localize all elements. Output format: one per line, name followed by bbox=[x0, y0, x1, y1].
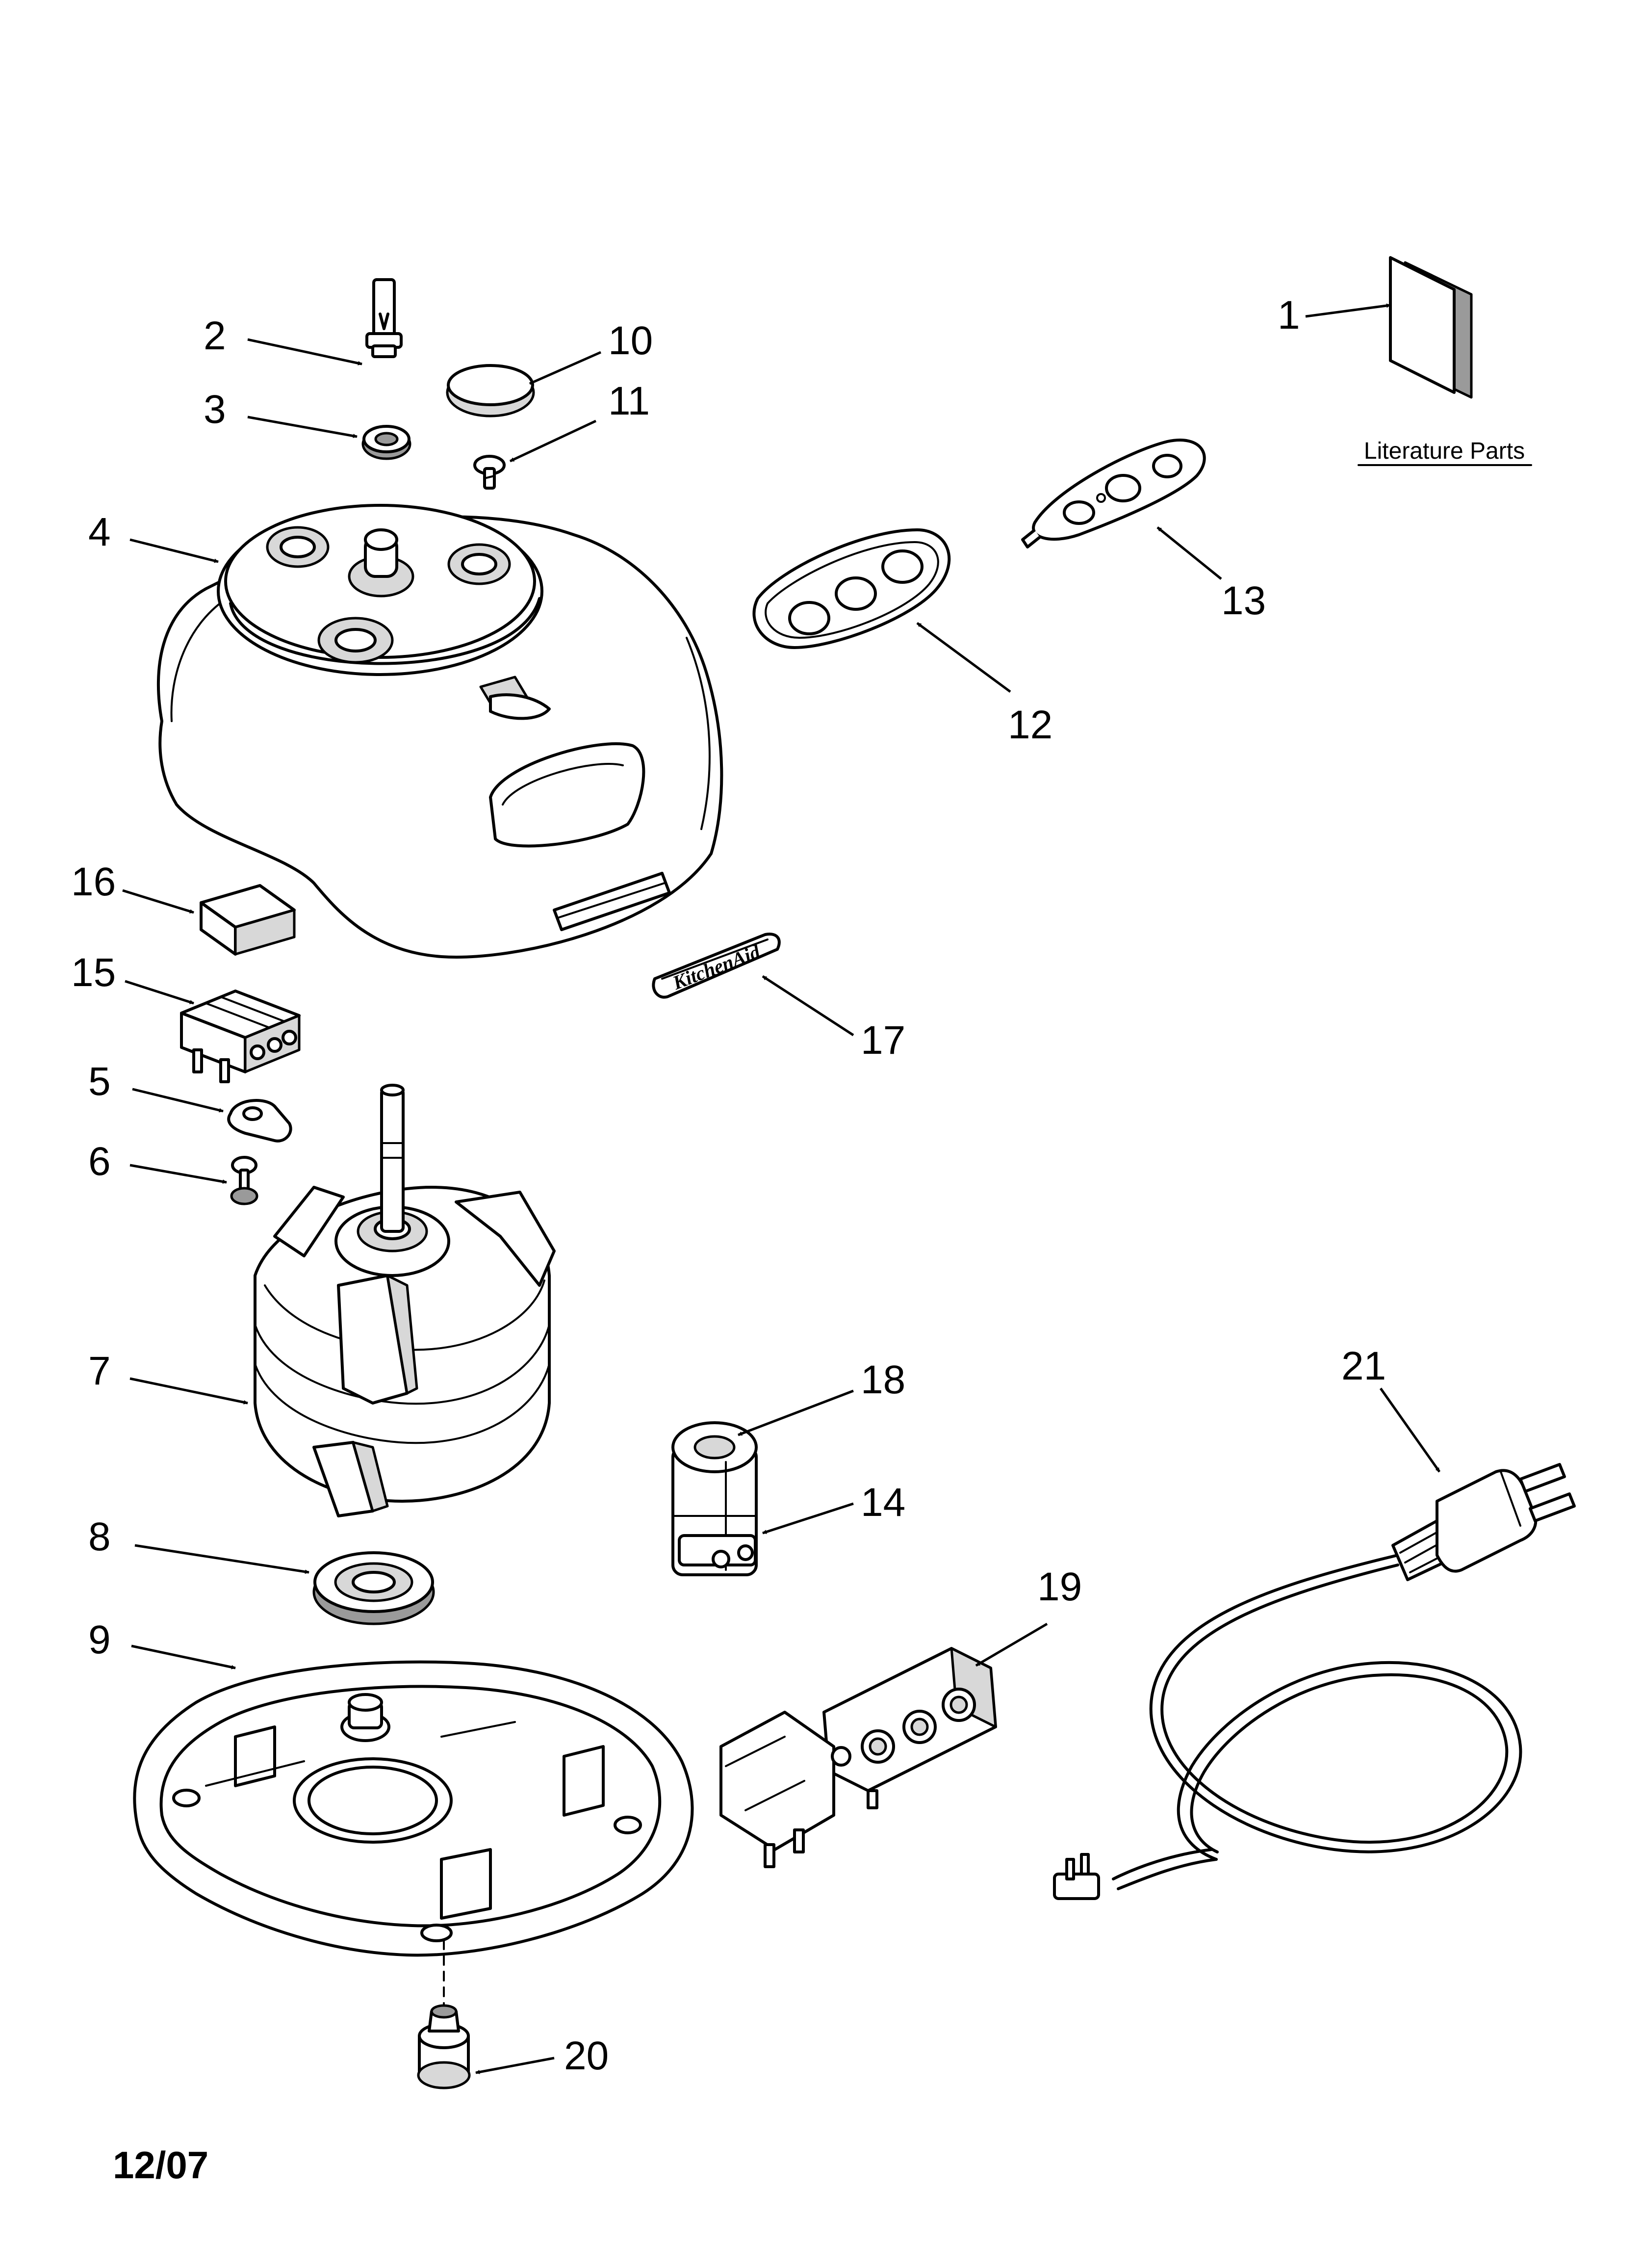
part-label-20: 20 bbox=[564, 2033, 609, 2078]
part-label-12: 12 bbox=[1008, 703, 1052, 747]
part-label-13: 13 bbox=[1221, 578, 1266, 623]
part-label-19: 19 bbox=[1037, 1564, 1082, 1609]
cord-bracket bbox=[227, 1099, 292, 1143]
small-screw bbox=[473, 455, 506, 490]
motor-gasket bbox=[312, 1551, 435, 1625]
part-label-6: 6 bbox=[88, 1139, 111, 1184]
switch-assembly bbox=[719, 1647, 997, 1868]
literature-parts-label: Literature Parts bbox=[1364, 438, 1525, 464]
part-label-17: 17 bbox=[861, 1018, 905, 1063]
mounting-screw bbox=[230, 1156, 258, 1205]
motor-assembly bbox=[254, 1084, 556, 1517]
part-label-10: 10 bbox=[608, 318, 653, 363]
motor-brush bbox=[678, 1534, 757, 1568]
part-label-15: 15 bbox=[71, 950, 116, 995]
part-label-4: 4 bbox=[88, 510, 111, 554]
part-number-labels: 1 2 3 4 5 6 7 8 9 10 11 12 13 14 15 16 1… bbox=[71, 293, 1386, 2078]
button-membrane bbox=[752, 528, 951, 649]
kitchenaid-badge: KitchenAid bbox=[652, 933, 781, 999]
motor-housing bbox=[156, 504, 723, 959]
leader-arrows bbox=[122, 303, 1441, 2074]
seal-ring bbox=[361, 425, 411, 460]
drive-adapter bbox=[365, 278, 403, 358]
button-cap bbox=[446, 364, 535, 417]
part-label-8: 8 bbox=[88, 1514, 111, 1559]
part-label-11: 11 bbox=[608, 379, 650, 423]
part-label-9: 9 bbox=[88, 1617, 111, 1662]
date-code: 12/07 bbox=[113, 2143, 208, 2187]
power-cord bbox=[1053, 1463, 1576, 1900]
part-label-2: 2 bbox=[204, 313, 226, 358]
part-label-5: 5 bbox=[88, 1059, 111, 1104]
clip bbox=[200, 884, 296, 956]
part-label-3: 3 bbox=[204, 387, 226, 432]
part-label-21: 21 bbox=[1341, 1344, 1386, 1388]
terminal-block bbox=[180, 990, 301, 1083]
part-label-1: 1 bbox=[1278, 293, 1300, 338]
base bbox=[133, 1660, 694, 2032]
control-panel bbox=[1021, 439, 1206, 548]
literature-booklet: Literature Parts bbox=[1358, 256, 1532, 466]
base-foot bbox=[417, 2004, 471, 2089]
part-label-16: 16 bbox=[71, 860, 116, 904]
part-label-14: 14 bbox=[861, 1480, 905, 1525]
part-label-18: 18 bbox=[861, 1357, 905, 1402]
part-label-7: 7 bbox=[88, 1349, 111, 1393]
